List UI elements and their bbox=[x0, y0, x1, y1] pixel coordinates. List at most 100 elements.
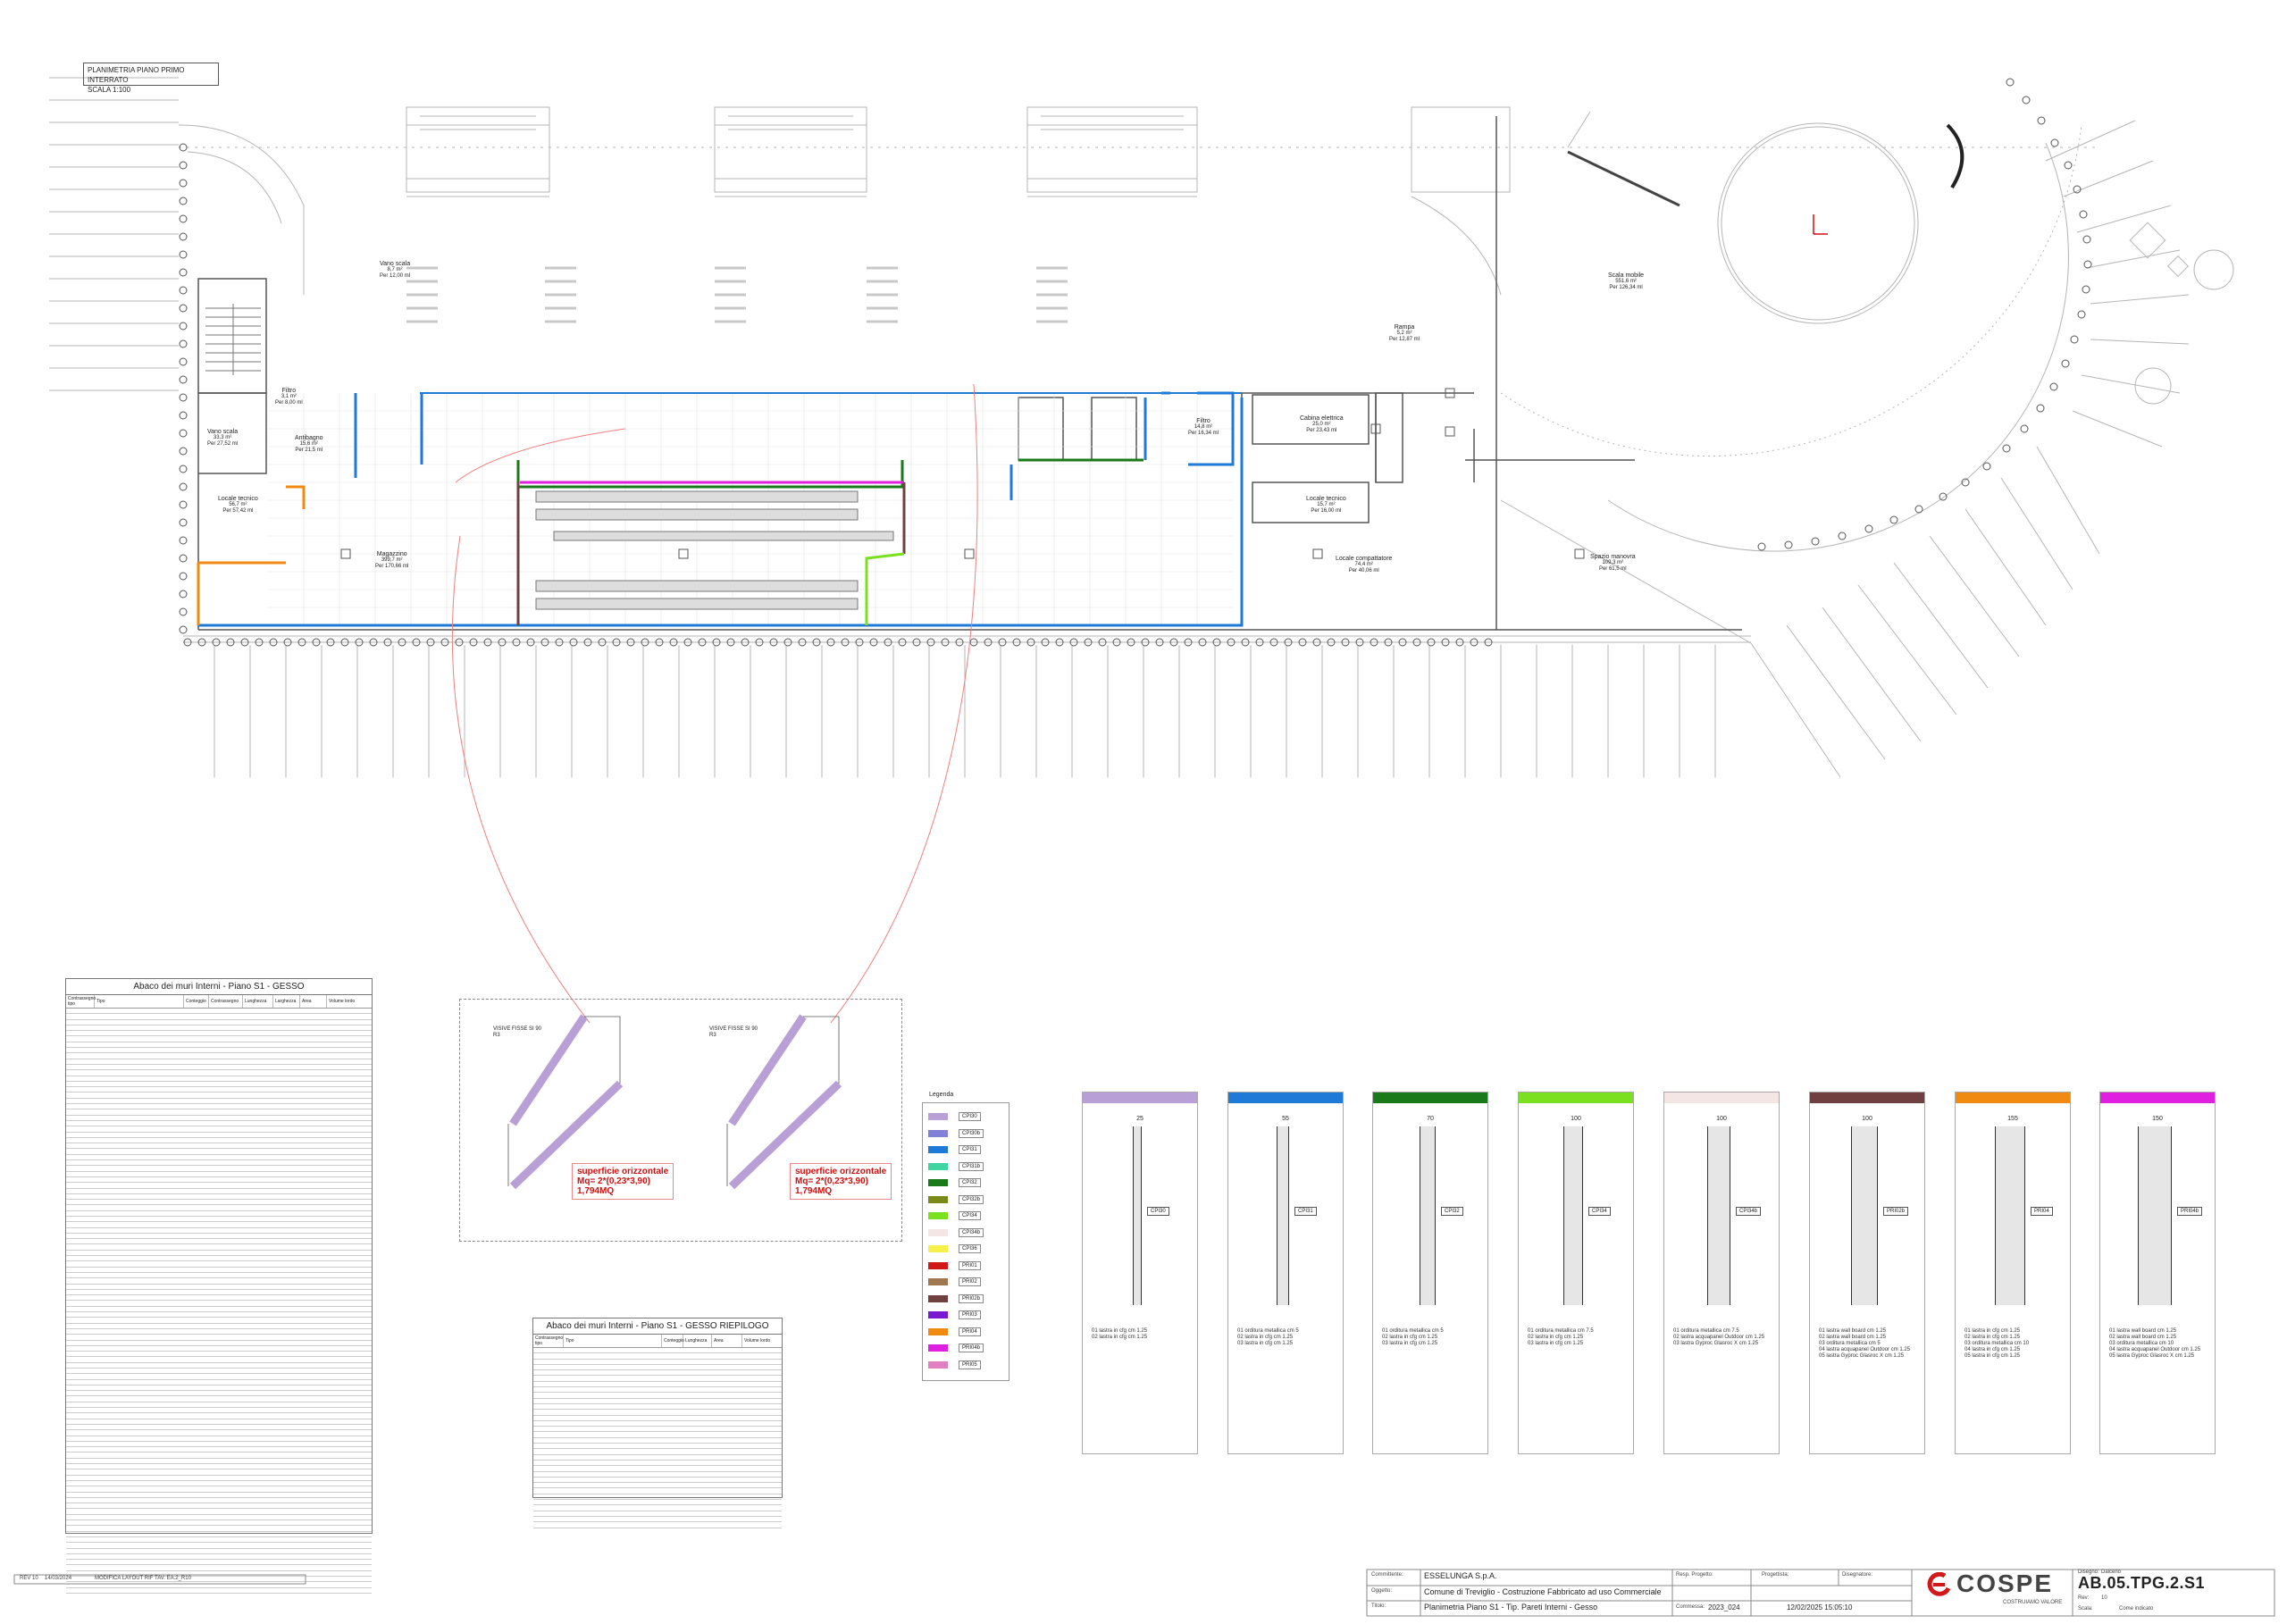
wall-section bbox=[1563, 1126, 1583, 1305]
wall-layer-line: 02 lastra wall board cm 1.25 bbox=[1819, 1335, 1887, 1340]
rotunda-marker bbox=[1813, 214, 1828, 235]
table-row bbox=[66, 1560, 372, 1566]
wall-type-code: CPI34b bbox=[1736, 1207, 1762, 1216]
legend-item: PRI04b bbox=[928, 1342, 984, 1354]
table-row bbox=[533, 1399, 782, 1404]
table-row bbox=[533, 1393, 782, 1399]
table-row bbox=[533, 1353, 782, 1360]
wall-layer-line: 02 lastra acquapanel Outdoor cm 1.25 bbox=[1673, 1335, 1765, 1340]
table-row bbox=[66, 1009, 372, 1015]
table-row bbox=[66, 1138, 372, 1144]
table-row bbox=[66, 1481, 372, 1487]
table-row bbox=[66, 1577, 372, 1583]
table-row bbox=[533, 1455, 782, 1461]
wall-layer-line: 01 lastra in cfg cm 1.25 bbox=[1092, 1328, 1148, 1334]
cospe-logo-icon bbox=[1927, 1572, 1951, 1596]
table-row bbox=[66, 1036, 372, 1042]
table-row bbox=[533, 1348, 782, 1354]
table-row bbox=[66, 1211, 372, 1217]
table-row bbox=[66, 1554, 372, 1561]
table-row bbox=[66, 1244, 372, 1251]
print-datetime: 12/02/2025 15:05:10 bbox=[1787, 1603, 1853, 1611]
table-row bbox=[533, 1421, 782, 1427]
wall-section bbox=[1995, 1126, 2025, 1305]
table-row bbox=[66, 1520, 372, 1527]
plan-title-line1: PLANIMETRIA PIANO PRIMO INTERRATO bbox=[88, 66, 185, 84]
wall-type-code: PRI04b bbox=[2177, 1207, 2203, 1216]
table-row bbox=[533, 1511, 782, 1517]
wall-section bbox=[1133, 1126, 1142, 1305]
wall-type-code: PRI04 bbox=[2031, 1207, 2053, 1216]
legend-item: CPI36 bbox=[928, 1243, 981, 1255]
legend-code: CPI31b bbox=[959, 1161, 984, 1171]
plan-title-line2: SCALA 1:100 bbox=[88, 86, 131, 94]
wall-layer-line: 01 orditura metallica cm 5 bbox=[1382, 1328, 1444, 1334]
legend-swatch bbox=[928, 1294, 948, 1302]
table-row bbox=[66, 1200, 372, 1206]
table-row bbox=[533, 1483, 782, 1489]
table-row bbox=[66, 1374, 372, 1380]
wall-layer-line: 05 lastra Gyproc Glasroc X cm 1.25 bbox=[1819, 1353, 1905, 1359]
legend-swatch bbox=[928, 1212, 948, 1219]
table-row bbox=[66, 1092, 372, 1099]
columns bbox=[340, 388, 1585, 559]
wall-type-color-band bbox=[1083, 1092, 1197, 1103]
table-row bbox=[533, 1461, 782, 1467]
legend-item: CPI32b bbox=[928, 1193, 984, 1206]
legend-item: CPI34 bbox=[928, 1210, 981, 1222]
wall-layer-line: 03 lastra in cfg cm 1.25 bbox=[1237, 1341, 1294, 1346]
wall-layer-line: 05 lastra Gyproc Glasroc X cm 1.25 bbox=[2109, 1353, 2195, 1359]
table-row bbox=[66, 1341, 372, 1346]
table-row bbox=[66, 1194, 372, 1201]
commessa-value: 2023_024 bbox=[1708, 1603, 1740, 1611]
wall-type-code: CPI30 bbox=[1147, 1207, 1169, 1216]
legend-swatch bbox=[928, 1360, 948, 1369]
table-row bbox=[66, 1352, 372, 1358]
legend-item: PRI05 bbox=[928, 1359, 981, 1371]
table-row bbox=[66, 1582, 372, 1588]
table-row bbox=[533, 1478, 782, 1484]
legend-swatch bbox=[928, 1195, 948, 1203]
legend-item: CPI32 bbox=[928, 1176, 981, 1189]
table-row bbox=[533, 1387, 782, 1394]
table-row bbox=[66, 1295, 372, 1302]
legend-swatch bbox=[928, 1278, 948, 1285]
wall-type-colored-lines bbox=[197, 391, 1244, 627]
table-row bbox=[66, 1391, 372, 1397]
wall-layer-line: 03 lastra in cfg cm 1.25 bbox=[1382, 1341, 1438, 1346]
legend-item: CPI30b bbox=[928, 1127, 984, 1140]
table-row bbox=[533, 1376, 782, 1382]
legend-swatch bbox=[928, 1113, 948, 1120]
legend-item: CPI34b bbox=[928, 1226, 984, 1239]
table-row bbox=[66, 1126, 372, 1133]
rev-label: Rev: bbox=[2078, 1595, 2090, 1601]
wall-section bbox=[1420, 1126, 1436, 1305]
wall-layer-line: 03 lastra in cfg cm 1.25 bbox=[1528, 1341, 1584, 1346]
legend-item: PRI04 bbox=[928, 1326, 981, 1338]
wall-layer-line: 02 lastra in cfg cm 1.25 bbox=[1237, 1335, 1294, 1340]
table-row bbox=[66, 1425, 372, 1431]
table-row bbox=[66, 1177, 372, 1184]
abaco-main-header: Contrassegno tipo Tipo Conteggio Contras… bbox=[66, 995, 372, 1009]
table-row bbox=[66, 1588, 372, 1594]
wall-layer-line: 01 orditura metallica cm 5 bbox=[1237, 1328, 1299, 1334]
table-row bbox=[66, 1357, 372, 1363]
legend-code: CPI30 bbox=[959, 1112, 981, 1121]
legend-swatch bbox=[928, 1327, 948, 1335]
oggetto-label: Oggetto: bbox=[1371, 1588, 1393, 1594]
table-row bbox=[533, 1382, 782, 1388]
legend-title: Legenda bbox=[929, 1092, 954, 1098]
wall-thickness: 55 bbox=[1282, 1116, 1289, 1122]
table-row bbox=[66, 1476, 372, 1481]
table-row bbox=[533, 1427, 782, 1433]
